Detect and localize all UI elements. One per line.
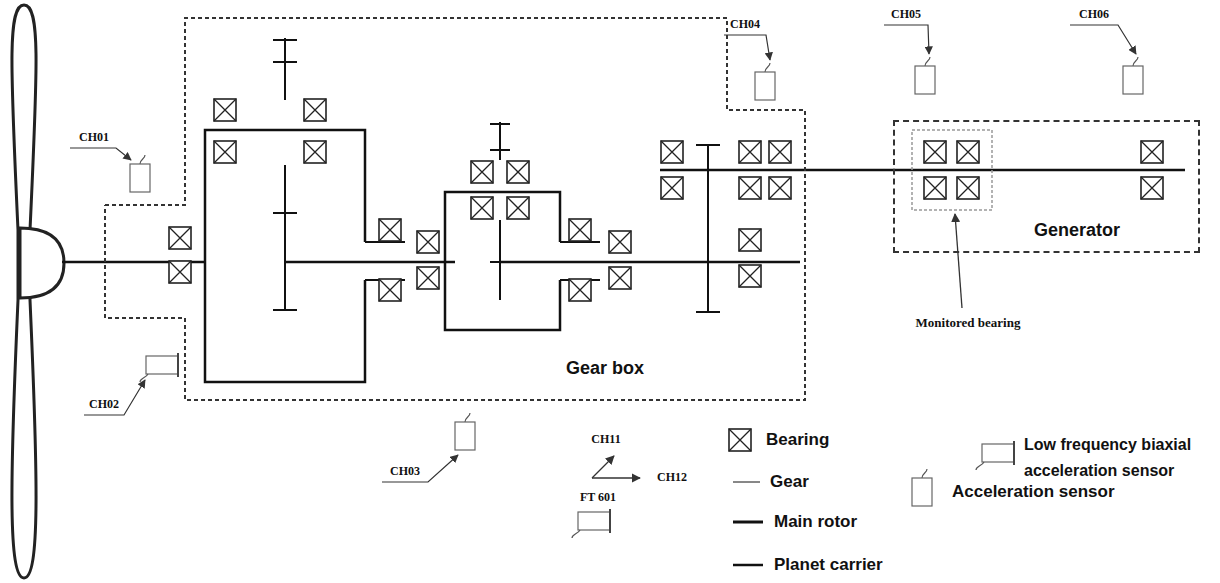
- channel-label: CH06: [1079, 8, 1109, 22]
- leader-line: [955, 214, 962, 308]
- housing-label: Generator: [1034, 220, 1120, 241]
- gearbox-outline-path: [105, 18, 805, 400]
- legend-samples: [572, 429, 1014, 565]
- monitored-bearing-frame: [912, 130, 992, 210]
- channel-label: CH04: [730, 18, 760, 32]
- axis-label: CH11: [591, 433, 620, 447]
- bearings: [169, 99, 1163, 301]
- housing-label: Gear box: [566, 358, 644, 379]
- gearbox-outline: [104, 17, 806, 401]
- legend-text: Acceleration sensor: [952, 482, 1115, 502]
- channel-label: CH02: [89, 398, 119, 412]
- legend-text: Gear: [770, 472, 809, 492]
- legend-text: Bearing: [766, 430, 829, 450]
- rotor-hub: [20, 228, 64, 298]
- legend-text: Planet carrier: [774, 555, 883, 575]
- channel-label: CH01: [79, 131, 109, 145]
- legend-text: Low frequency biaxial acceleration senso…: [1024, 432, 1216, 483]
- channel-label: CH03: [390, 465, 420, 479]
- axis-label: CH12: [657, 471, 687, 485]
- sensor-leaders: [70, 25, 1136, 482]
- generator-housing: Generator: [893, 120, 1200, 253]
- shafts: [62, 38, 1185, 382]
- acceleration-sensors: [130, 57, 1143, 450]
- callout-label: Monitored bearing: [916, 316, 1021, 331]
- sensor-id: FT 601: [580, 491, 616, 505]
- channel-label: CH05: [891, 8, 921, 22]
- gearbox-housing: Gear box: [105, 18, 805, 400]
- legend-text: Main rotor: [774, 512, 857, 532]
